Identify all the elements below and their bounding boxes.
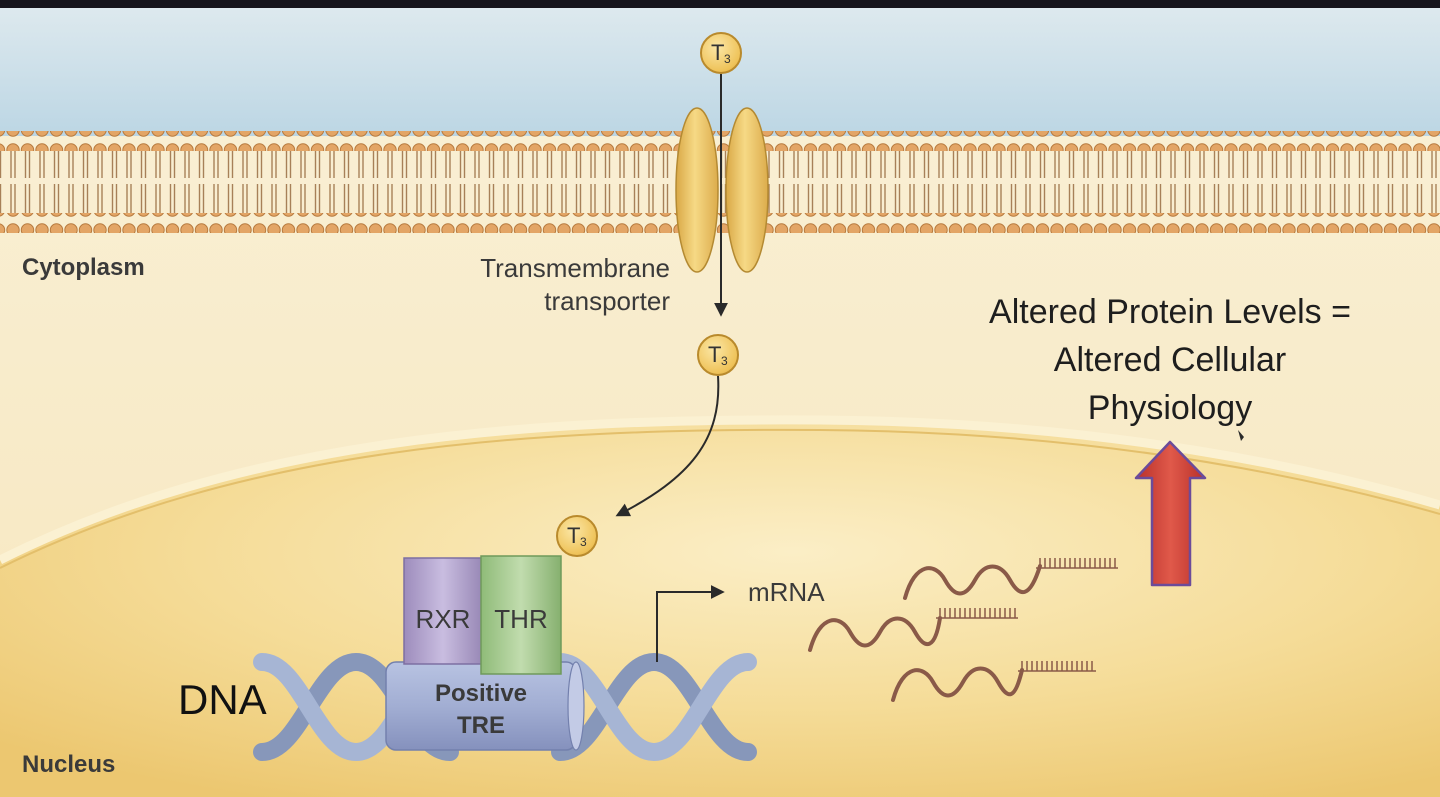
transporter-right-subunit [725,107,769,273]
mrna-strands [808,564,1042,702]
top-bar [0,0,1440,8]
outcome-label-line2: Altered Cellular [1053,341,1287,379]
t3-hormone-cytoplasm: T 3 [697,334,739,376]
t3-nuclear-arrow [615,375,720,517]
t3-subscript: 3 [721,354,728,368]
cytoplasm-label: Cytoplasm [22,254,145,281]
thr-label: THR [494,604,548,634]
transporter-label-line1: Transmembrane [480,253,670,283]
t3-letter: T [708,342,722,367]
t3-subscript: 3 [724,52,731,66]
cursor-icon [1238,430,1244,441]
tre-label-line2: TRE [457,712,505,739]
dna-label: DNA [178,676,267,723]
t3-subscript: 3 [580,535,587,549]
transporter-label: Transmembrane transporter [400,252,670,318]
t3-hormone-extracellular: T 3 [700,32,742,74]
t3-hormone-bound: T 3 [556,515,598,557]
outcome-label: Altered Protein Levels = Altered Cellula… [930,288,1410,432]
tre-label: Positive TRE [386,678,576,742]
outcome-label-line1: Altered Protein Levels = [989,293,1351,331]
t3-letter: T [711,40,725,65]
transporter-label-line2: transporter [544,286,670,316]
poly-a-tails [936,558,1118,672]
positive-tre-block [385,661,585,751]
up-arrow-icon [1134,440,1207,587]
mrna-label: mRNA [748,577,825,607]
nucleus-region [0,419,1440,797]
t3-letter: T [567,523,581,548]
tre-label-line1: Positive [434,680,528,707]
outcome-label-line3: Physiology [1087,389,1253,427]
nucleus-label: Nucleus [22,751,116,778]
thr-receptor [480,555,562,675]
nuclear-envelope-inner [0,428,1440,569]
transporter-left-subunit [675,107,719,273]
transcription-arrow [656,585,725,662]
nuclear-envelope [0,415,1440,565]
rxr-label: RXR [415,604,471,634]
